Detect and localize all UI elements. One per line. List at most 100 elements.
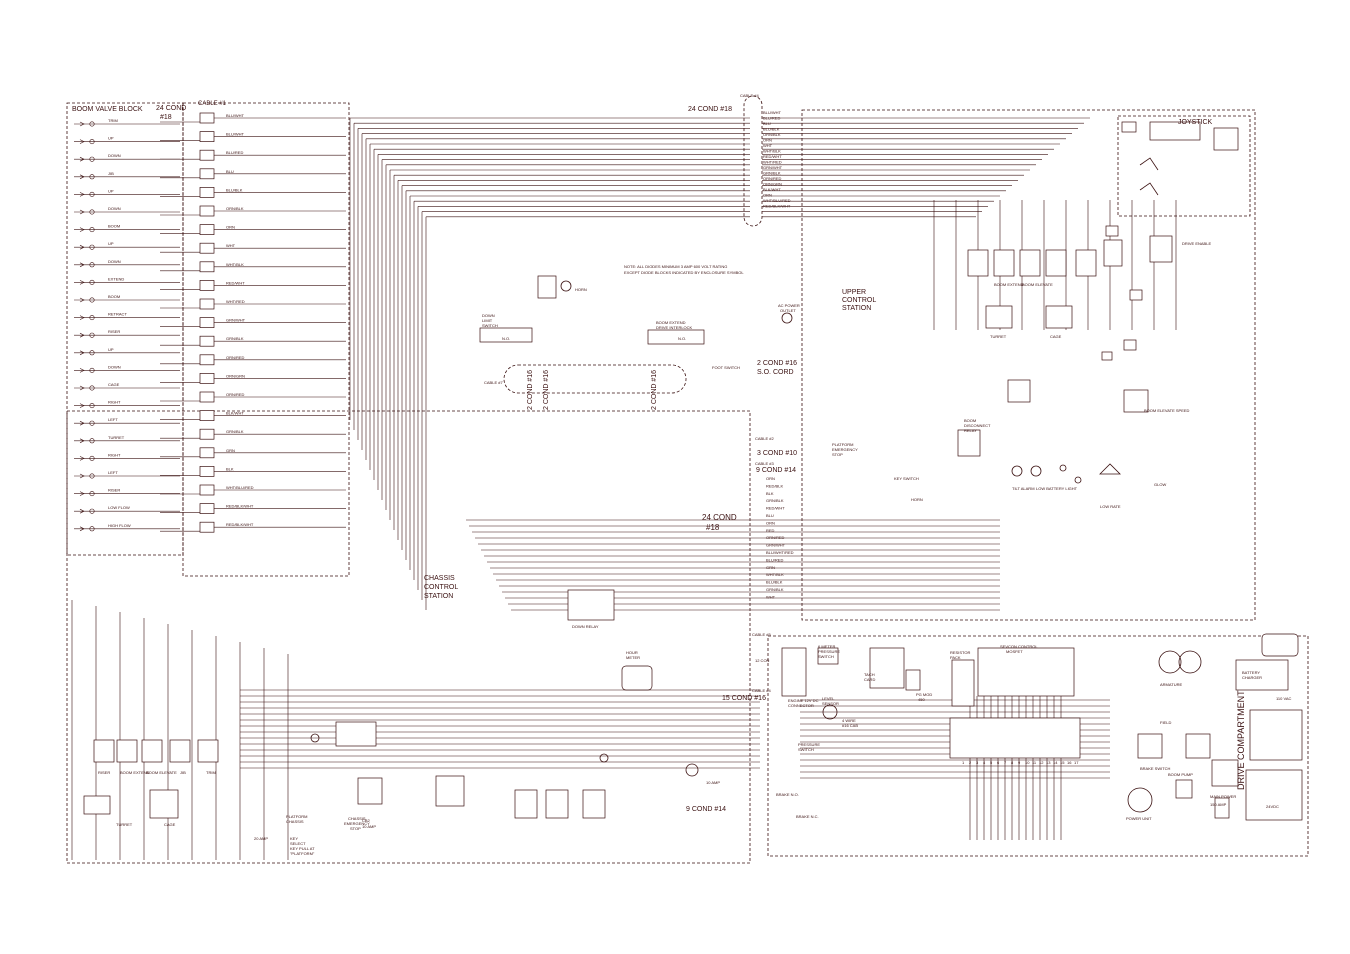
valve-row-label: UP <box>108 188 114 193</box>
cable4-wire-label: BLU/WHT <box>763 110 782 115</box>
valve-row-label: UP <box>108 241 114 246</box>
cable1-wire-label: BLU/RED <box>226 150 243 155</box>
label-key-select: SELECT <box>290 841 306 846</box>
valve-row-coil <box>79 156 85 162</box>
cable4-wire-label: ORN <box>763 138 772 143</box>
sevcon-terminal-number: 4 <box>983 760 986 765</box>
label-drive-compartment: DRIVE COMPARTMENT <box>1236 690 1246 790</box>
label-jib: JIB <box>180 770 186 775</box>
label-cable5: CABLE #5 <box>752 632 771 637</box>
valve-row-diode <box>89 491 95 497</box>
label-meter-pressure-2: PRESSURE <box>818 649 840 654</box>
cable1-terminal <box>199 242 215 254</box>
valve-row-coil <box>79 121 85 127</box>
cable1-terminal <box>199 466 215 477</box>
valve-row-label: RIGHT <box>108 452 121 457</box>
label-4wire: 4 WIRE <box>842 718 856 723</box>
cable1-wire-label: BLU <box>226 169 234 174</box>
sevcon-terminal-number: 16 <box>1067 760 1072 765</box>
label-150amp: 150 AMP <box>1210 802 1227 807</box>
valve-row-label: LEFT <box>108 470 118 475</box>
label-low-rate: LOW RATE <box>1100 504 1121 509</box>
label-24vdc: 24VDC <box>1266 804 1279 809</box>
label-2cond16-b: 2 COND #16 <box>543 370 550 410</box>
label-down-limit-2: LIMIT <box>482 318 493 323</box>
resistor-pack <box>951 659 975 707</box>
battery-charger <box>1235 659 1289 691</box>
cable1-wire-label: RED/WHT <box>226 280 245 285</box>
sevcon-terminal-number: 11 <box>1032 760 1037 765</box>
sevcon-terminal-number: 17 <box>1074 760 1079 765</box>
turret-relay <box>985 305 1013 329</box>
label-platform-chassis: PLATFORM <box>286 814 307 819</box>
valve-row-coil <box>79 244 85 250</box>
cable3-wire-label: GRN/WHT <box>766 543 786 548</box>
valve-row-coil <box>79 473 85 479</box>
label-boom-extend-drive-2: DRIVE INTERLOCK <box>656 325 693 330</box>
cable1-terminal <box>199 112 215 124</box>
valve-row-diode <box>89 385 95 391</box>
label-24cond-mid-2: #18 <box>706 523 720 532</box>
valve-row-label: HIGH FLOW <box>108 523 131 528</box>
cable4-wire-label: ORN <box>763 193 772 198</box>
label-turret-chassis: TURRET <box>116 822 133 827</box>
low-battery-lamp <box>1030 465 1042 477</box>
valve-row-label: UP <box>108 136 114 141</box>
sevcon-terminal-number: 7 <box>1004 760 1007 765</box>
sevcon-terminal-number: 2 <box>969 760 972 765</box>
label-boom-elevate-chassis: BOOM ELEVATE <box>146 770 177 775</box>
label-20amp: 20 AMP <box>254 836 268 841</box>
valve-row-coil <box>79 332 85 338</box>
cable3-wire-label: GRN/BLK <box>766 587 784 592</box>
sevcon-control <box>977 647 1075 697</box>
valve-block-rows: TRIMUPDOWNJIBUPDOWNBOOMUPDOWNEXTENDBOOMR… <box>74 118 180 532</box>
cable3-wire-label: BLU/WHT/RED <box>766 550 794 555</box>
label-level-sensor: LEVEL <box>822 696 835 701</box>
label-15cond16: 15 COND #16 <box>722 695 766 702</box>
label-2cond16-c: 2 COND #16 <box>651 370 658 410</box>
label-engine-dc-2: CONNECTOR <box>788 703 814 708</box>
label-24cond-top: 24 COND #18 <box>688 106 732 113</box>
valve-row-coil <box>79 227 85 232</box>
cable4-wire-label: ORN/BLK <box>763 132 781 137</box>
label-brake-no: BRAKE N.O. <box>776 792 799 797</box>
valve-row-label: UP <box>108 347 114 352</box>
label-pressure-switch-2: SWITCH <box>798 747 814 752</box>
label-upper: UPPER <box>842 289 866 296</box>
boom-disconnect-relay <box>957 429 981 457</box>
valve-row-diode <box>89 526 95 532</box>
tilt-alarm-lamp <box>1011 465 1023 477</box>
label-down-limit: DOWN <box>482 313 495 318</box>
cable3-wire-label: BLK <box>766 491 774 496</box>
cable1-terminal <box>199 187 215 198</box>
hour-meter <box>621 665 653 691</box>
label-field: FIELD <box>1160 720 1171 725</box>
sevcon-terminal-number: 1 <box>962 760 965 765</box>
field-meter <box>1178 650 1202 674</box>
cable1-wire-label: BLK/WHT <box>226 411 244 416</box>
sevcon-terminal-number: 5 <box>990 760 993 765</box>
cable7-bundle <box>503 364 687 394</box>
label-meter-pressure-3: SWITCH <box>818 654 834 659</box>
label-power-unit: POWER UNIT <box>1126 816 1152 821</box>
valve-row-coil <box>79 438 85 444</box>
label-boom-valve-block: BOOM VALVE BLOCK <box>72 106 143 113</box>
label-trim: TRIM <box>206 770 216 775</box>
valve-row-label: DOWN <box>108 153 121 158</box>
sevcon-terminal-number: 10 <box>1025 760 1030 765</box>
valve-row-label: LOW FLOW <box>108 505 130 510</box>
label-level-sensor-2: SENSOR <box>822 701 839 706</box>
valve-row-coil <box>79 209 85 215</box>
cable1-terminal <box>199 149 215 161</box>
label-platform-emergency-2: EMERGENCY <box>832 447 858 452</box>
cable4-wire-label: ORN/GRN <box>763 182 782 187</box>
label-platform-emergency: PLATFORM <box>832 442 853 447</box>
valve-row-diode <box>89 156 95 162</box>
cable1-wire-label: ORN/RED <box>226 355 245 360</box>
cable1-wire-label: ORN/GRN <box>226 373 245 378</box>
label-pg-mod-2: 450 <box>918 697 925 702</box>
label-joystick: JOYSTICK <box>1178 119 1213 126</box>
label-platform-chassis-2: CHASSIS <box>286 819 304 824</box>
valve-row-diode <box>89 315 95 321</box>
